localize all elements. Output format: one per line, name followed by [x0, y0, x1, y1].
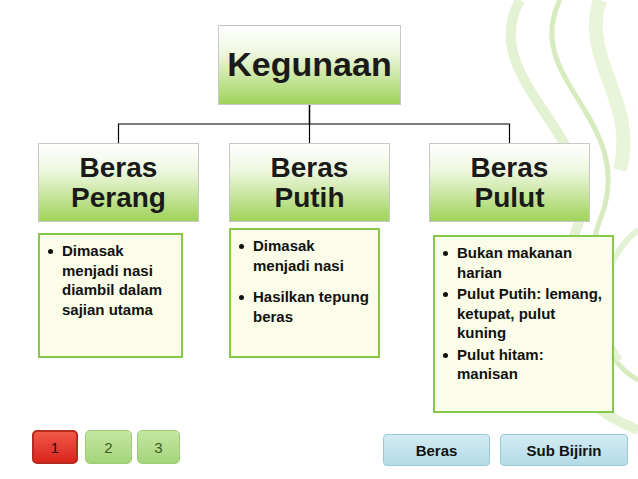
box-label: Beras Putih	[238, 153, 381, 212]
bullet-item: Pulut Putih: lemang, ketupat, pulut kuni…	[441, 284, 606, 343]
category-box: Beras Putih	[229, 143, 390, 222]
box-label: Beras Perang	[47, 153, 190, 212]
bullet-dot	[239, 244, 244, 249]
page-button: 1	[32, 430, 78, 464]
bullet-item: Dimasak menjadi nasi diambil dalam sajia…	[46, 241, 175, 319]
bullet-text: Pulut hitam: manisan	[457, 345, 606, 384]
box-label: 1	[51, 439, 59, 456]
tree-connector	[119, 105, 310, 143]
bullet-text: Dimasak menjadi nasi	[253, 236, 372, 275]
bullet-box: Dimasak menjadi nasi diambil dalam sajia…	[38, 233, 183, 358]
page-button: 2	[85, 430, 132, 464]
bullet-item: Dimasak menjadi nasi	[237, 236, 372, 275]
box-label: 2	[104, 439, 112, 456]
bullet-text: Pulut Putih: lemang, ketupat, pulut kuni…	[457, 284, 606, 343]
bullet-text: Dimasak menjadi nasi diambil dalam sajia…	[62, 241, 175, 319]
page-button: 3	[137, 430, 180, 464]
box-label: Sub Bijirin	[527, 442, 602, 459]
bullet-dot	[443, 251, 448, 256]
tree-connector	[310, 105, 510, 143]
bullet-dot	[443, 353, 448, 358]
nav-button: Beras	[383, 434, 490, 466]
box-label: Beras Pulut	[438, 153, 581, 212]
bullet-item: Hasilkan tepung beras	[237, 287, 372, 326]
title-box: Kegunaan	[218, 25, 401, 105]
bullet-item: Bukan makanan harian	[441, 243, 606, 282]
bullet-box: Dimasak menjadi nasiHasilkan tepung bera…	[229, 228, 380, 358]
category-box: Beras Pulut	[429, 143, 590, 222]
nav-button: Sub Bijirin	[500, 434, 628, 466]
bullet-text: Hasilkan tepung beras	[253, 287, 372, 326]
box-label: Beras	[416, 442, 458, 459]
bullet-item: Pulut hitam: manisan	[441, 345, 606, 384]
bullet-dot	[443, 292, 448, 297]
bullet-dot	[48, 249, 53, 254]
swirl	[596, 0, 624, 170]
category-box: Beras Perang	[38, 143, 199, 222]
bullet-dot	[239, 295, 244, 300]
bullet-box: Bukan makanan harianPulut Putih: lemang,…	[433, 235, 614, 413]
box-label: 3	[154, 439, 162, 456]
bullet-text: Bukan makanan harian	[457, 243, 606, 282]
box-label: Kegunaan	[227, 47, 391, 83]
